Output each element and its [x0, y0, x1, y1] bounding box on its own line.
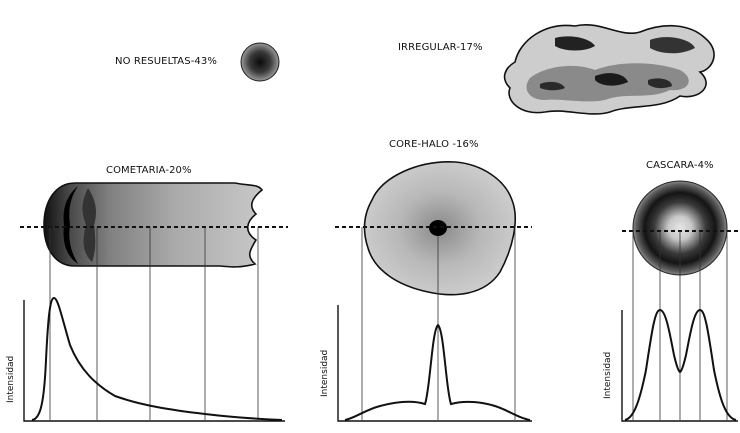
core-halo-label: CORE-HALO -16%	[389, 139, 479, 150]
irregular-label: IRREGULAR-17%	[398, 42, 483, 53]
core-halo-axes	[338, 305, 532, 421]
cometary-label: COMETARIA-20%	[106, 165, 192, 176]
unresolved-label: NO RESUELTAS-43%	[115, 56, 217, 67]
shell-intensity-curve	[625, 310, 736, 420]
unresolved-source	[241, 43, 279, 81]
irregular-source	[505, 25, 715, 114]
core-halo-source	[365, 162, 516, 295]
intensity-curves	[32, 298, 736, 420]
cometary-y-axis-label: Intensidad	[6, 356, 16, 403]
shell-label: CASCARA-4%	[646, 160, 714, 171]
shell-y-axis-label: Intensidad	[603, 352, 613, 399]
core-halo-intensity-curve	[345, 325, 530, 420]
core-halo-y-axis-label: Intensidad	[320, 350, 330, 397]
cometary-intensity-curve	[32, 298, 282, 420]
profile-axes	[24, 300, 738, 421]
cometary-source	[44, 183, 262, 267]
